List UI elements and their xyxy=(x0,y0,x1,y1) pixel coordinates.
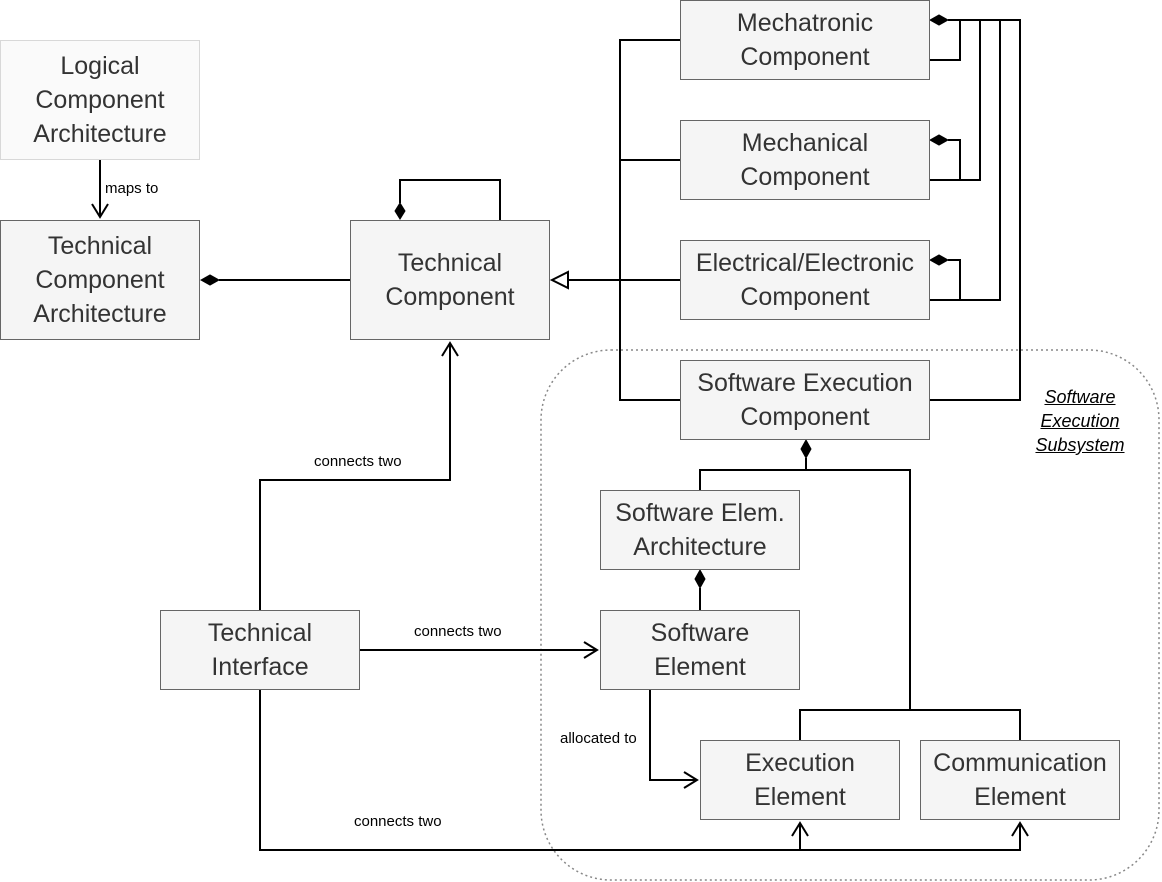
allocated-to-edge xyxy=(649,690,696,781)
software-execution-component-box[interactable]: Software Execution Component xyxy=(680,360,930,440)
mechatronic-self-edge xyxy=(930,19,961,61)
connects-two-software-label: connects two xyxy=(414,623,502,640)
software-architecture-diamond xyxy=(694,568,706,590)
interface-software-arrowhead xyxy=(583,641,599,659)
mechatronic-software-edge xyxy=(930,19,1021,401)
allocated-to-label: allocated to xyxy=(560,730,637,747)
mechatronic-diamond xyxy=(928,14,950,26)
mechatronic-mechanical-edge xyxy=(930,19,981,181)
mechanical-diamond xyxy=(928,134,950,146)
mechanical-component-box[interactable]: Mechanical Component xyxy=(680,120,930,200)
maps-to-arrowhead xyxy=(91,203,109,219)
electrical-diamond xyxy=(928,254,950,266)
mechanical-self-edge xyxy=(948,139,961,180)
interface-component-edge xyxy=(259,344,451,610)
generalization-bus-edge xyxy=(619,39,680,401)
interface-component-arrowhead xyxy=(441,341,459,357)
communication-element-box[interactable]: Communication Element xyxy=(920,740,1120,820)
maps-to-label: maps to xyxy=(105,180,159,197)
architecture-diamond xyxy=(199,274,221,286)
electrical-self-edge xyxy=(948,259,961,300)
logical-component-architecture-box[interactable]: Logical Component Architecture xyxy=(0,40,200,160)
self-composition-edge xyxy=(399,179,501,220)
interface-elements-edge xyxy=(259,690,1021,851)
electrical-electronic-component-box[interactable]: Electrical/Electronic Component xyxy=(680,240,930,320)
subsystem-boundary xyxy=(540,349,1160,881)
connects-two-elements-label: connects two xyxy=(354,813,442,830)
self-diamond xyxy=(394,202,406,220)
software-element-architecture-box[interactable]: Software Elem. Architecture xyxy=(600,490,800,570)
technical-component-architecture-box[interactable]: Technical Component Architecture xyxy=(0,220,200,340)
software-element-box[interactable]: Software Element xyxy=(600,610,800,690)
generalization-triangle xyxy=(549,270,569,290)
mechatronic-component-box[interactable]: Mechatronic Component xyxy=(680,0,930,80)
allocated-to-arrowhead xyxy=(683,771,699,789)
software-execution-diamond xyxy=(800,438,812,460)
execution-arrowhead xyxy=(791,821,809,837)
execution-element-box[interactable]: Execution Element xyxy=(700,740,900,820)
technical-component-box[interactable]: Technical Component xyxy=(350,220,550,340)
communication-arrowhead xyxy=(1011,821,1029,837)
connects-two-component-label: connects two xyxy=(314,453,402,470)
execution-communication-edge xyxy=(799,709,1021,740)
subsystem-label: Software Execution Subsystem xyxy=(1035,387,1125,455)
technical-interface-box[interactable]: Technical Interface xyxy=(160,610,360,690)
